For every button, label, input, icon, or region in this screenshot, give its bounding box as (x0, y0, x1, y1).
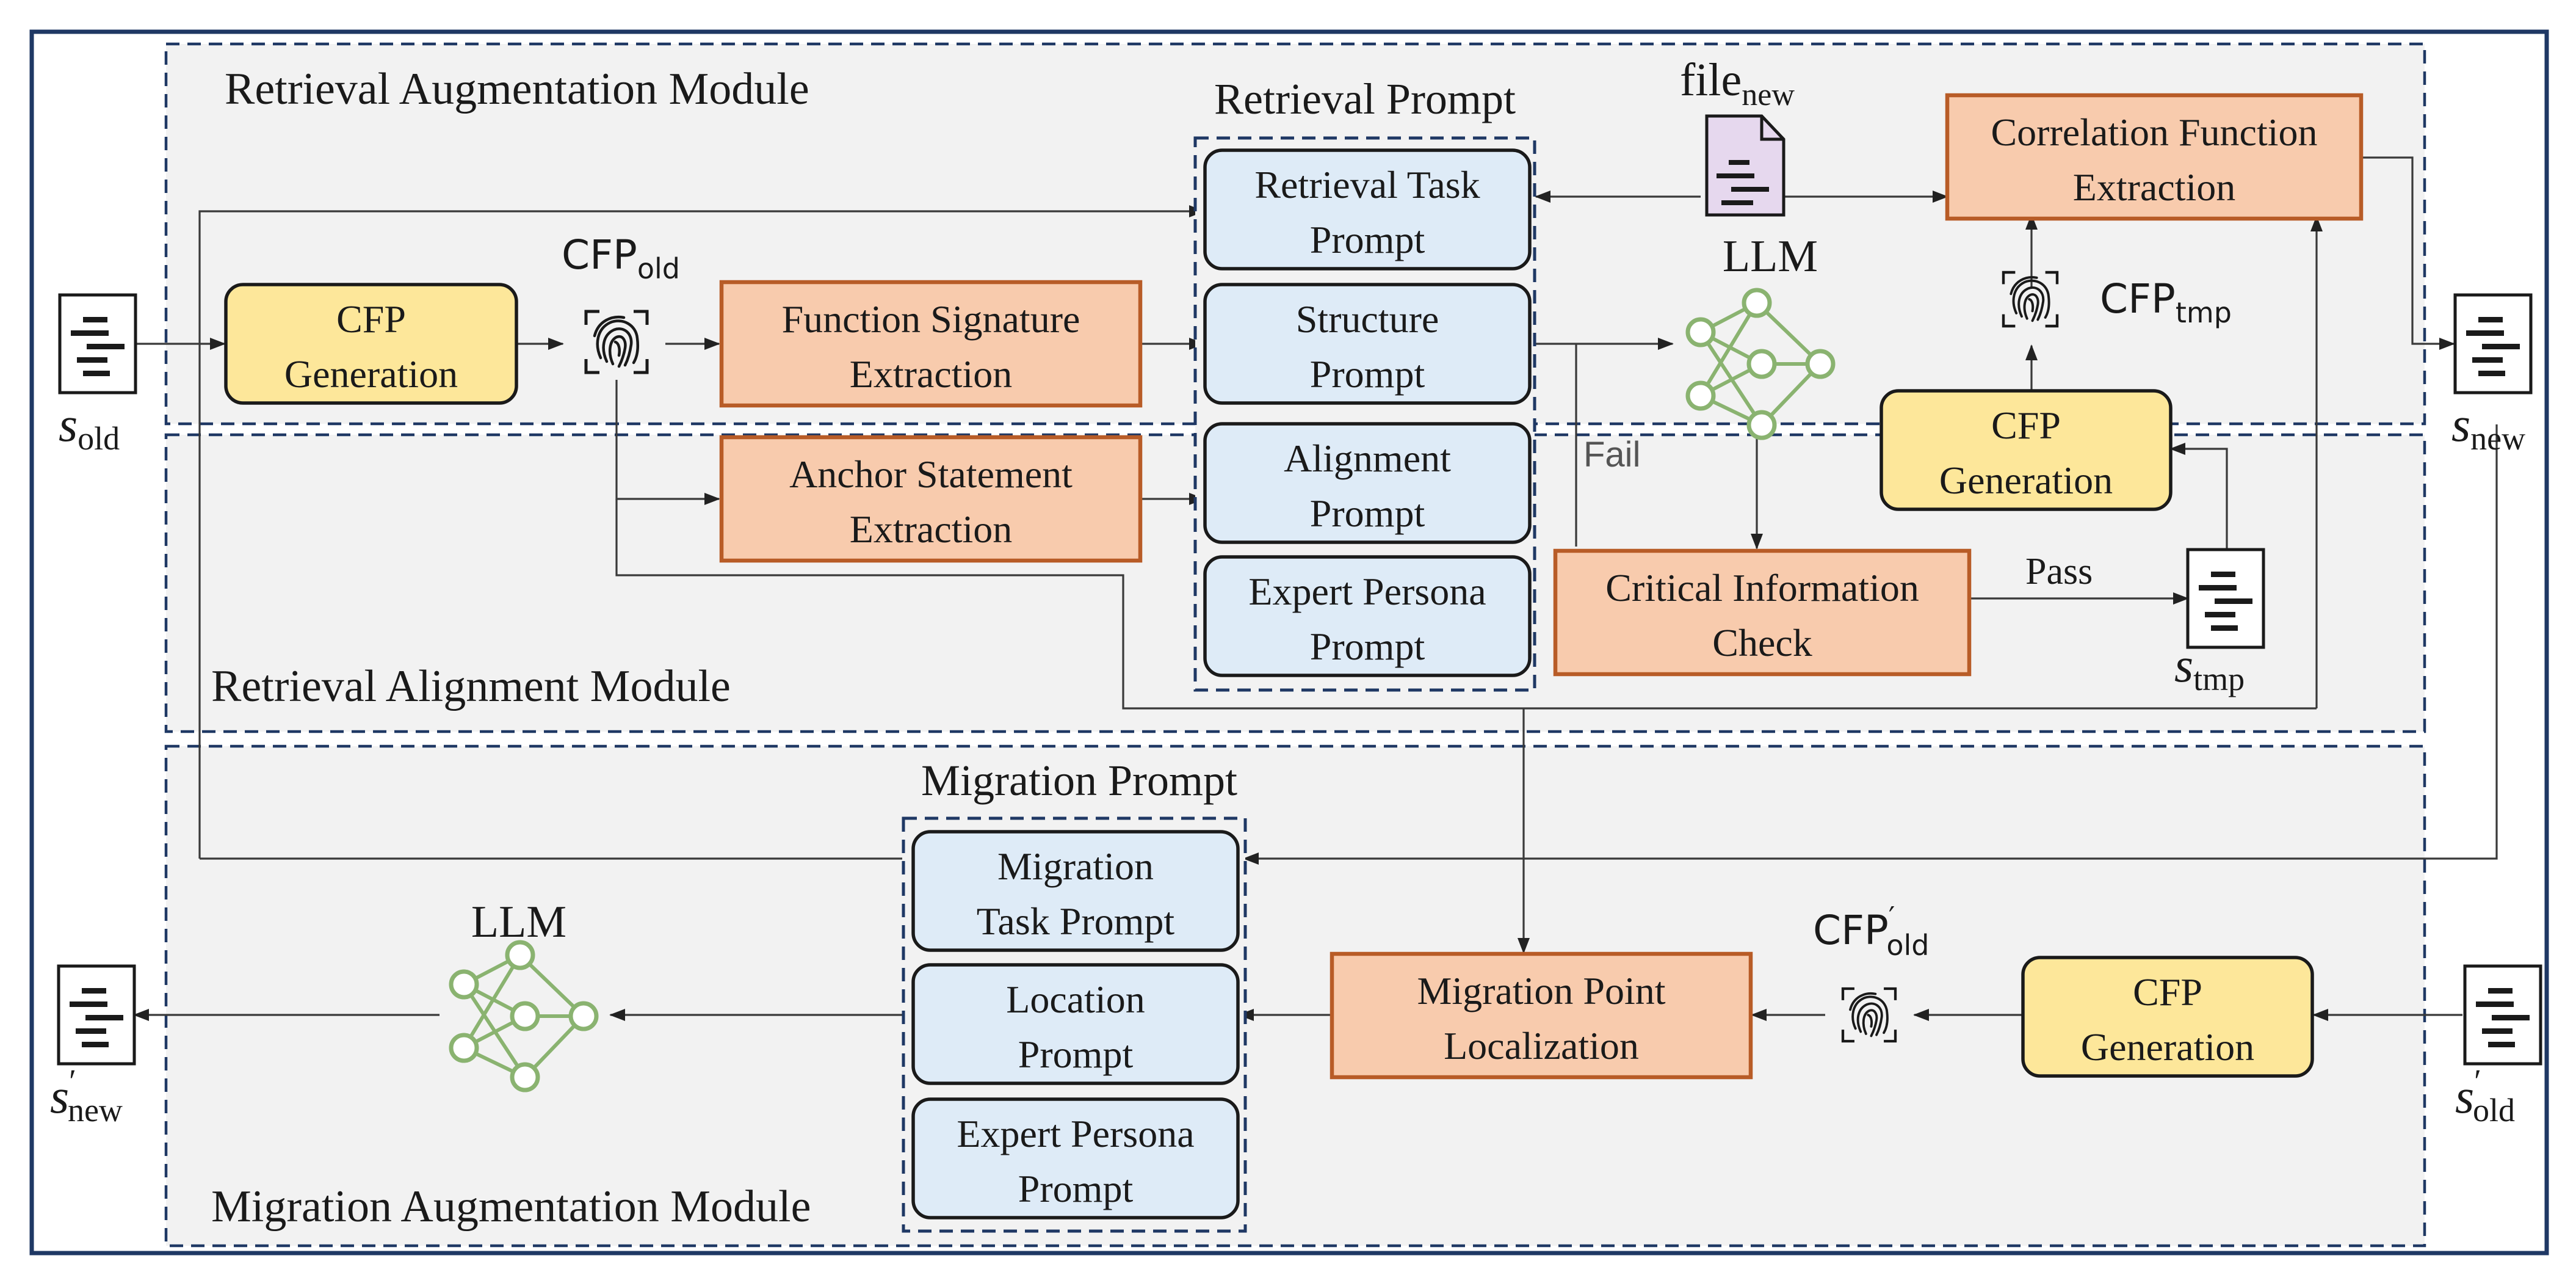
correlation-function-line1: Correlation Function (1991, 111, 2317, 154)
critical-info-check-line2: Check (1712, 621, 1812, 664)
migration-point-line2: Localization (1444, 1024, 1639, 1067)
pass-edge-label: Pass (2025, 551, 2093, 592)
correlation-function-line2: Extraction (2073, 165, 2236, 209)
alignment-prompt-line1: Alignment (1284, 437, 1451, 480)
expert-persona-prompt-migration-line2: Prompt (1018, 1167, 1134, 1210)
function-signature-extraction-box: Function Signature Extraction (719, 280, 1143, 408)
alignment-prompt-line2: Prompt (1310, 492, 1425, 535)
critical-info-check-line1: Critical Information (1605, 566, 1919, 609)
expert-persona-prompt-retrieval-line2: Prompt (1310, 625, 1425, 668)
llm-upper-label: LLM (1723, 231, 1818, 282)
cfp-generation-old-box: CFP Generation (224, 283, 518, 405)
s-tmp-label: stmp (2174, 639, 2245, 697)
anchor-statement-extraction-box: Anchor Statement Extraction (719, 435, 1143, 563)
cfp-generation-old-prime-line2: Generation (2081, 1025, 2254, 1069)
migration-point-localization-box: Migration Point Localization (1330, 951, 1753, 1080)
function-signature-line1: Function Signature (782, 297, 1080, 341)
expert-persona-prompt-retrieval: Expert Persona Prompt (1203, 555, 1532, 677)
correlation-function-extraction-box: Correlation Function Extraction (1945, 93, 2364, 221)
retrieval-augmentation-module-label: Retrieval Augmentation Module (225, 64, 809, 114)
cfp-generation-tmp-line2: Generation (1939, 459, 2113, 502)
retrieval-task-prompt-line1: Retrieval Task (1254, 163, 1480, 206)
cfp-generation-old-prime-line1: CFP (2133, 970, 2202, 1014)
retrieval-prompt-title: Retrieval Prompt (1214, 75, 1516, 123)
retrieval-task-prompt-line2: Prompt (1310, 218, 1425, 261)
llm-lower-label: LLM (471, 897, 566, 947)
location-prompt: Location Prompt (911, 963, 1240, 1085)
critical-information-check-box: Critical Information Check (1553, 548, 1972, 677)
cfp-tmp-label: CFPtmp (2100, 275, 2232, 329)
migration-point-line1: Migration Point (1417, 969, 1665, 1012)
s-old-prime-label: s′old (2455, 1063, 2515, 1129)
cfp-generation-old-prime-box: CFP Generation (2021, 956, 2314, 1078)
s-new-label: snew (2451, 398, 2525, 457)
s-old-label: sold (59, 398, 120, 457)
structure-prompt-line2: Prompt (1310, 352, 1425, 396)
function-signature-line2: Extraction (850, 352, 1013, 396)
cfp-generation-old-line1: CFP (336, 297, 406, 341)
cfp-generation-tmp-box: CFP Generation (1880, 389, 2173, 511)
structure-prompt-line1: Structure (1296, 297, 1439, 341)
anchor-statement-line1: Anchor Statement (789, 453, 1073, 496)
cfp-generation-old-line2: Generation (284, 352, 458, 396)
expert-persona-prompt-migration: Expert Persona Prompt (911, 1097, 1240, 1219)
retrieval-task-prompt: Retrieval Task Prompt (1203, 148, 1532, 271)
file-new-label: filenew (1680, 54, 1795, 112)
retrieval-alignment-module-label: Retrieval Alignment Module (211, 661, 731, 711)
s-new-document-icon (2455, 295, 2531, 393)
alignment-prompt: Alignment Prompt (1203, 422, 1532, 544)
fail-edge-label: Fail (1583, 435, 1640, 474)
anchor-statement-line2: Extraction (850, 507, 1013, 551)
structure-prompt: Structure Prompt (1203, 283, 1532, 405)
s-old-document-icon (60, 295, 136, 393)
cfp-old-prime-label: CFP′old (1813, 901, 1929, 962)
location-prompt-line2: Prompt (1018, 1033, 1134, 1076)
cfp-old-label: CFPold (562, 231, 680, 285)
migration-task-prompt-line2: Task Prompt (977, 900, 1175, 943)
s-new-prime-document-icon (59, 966, 134, 1064)
migration-task-prompt: Migration Task Prompt (911, 830, 1240, 952)
s-tmp-document-icon (2188, 550, 2263, 647)
location-prompt-line1: Location (1006, 978, 1145, 1021)
cfp-generation-tmp-line1: CFP (1991, 404, 2061, 447)
expert-persona-prompt-retrieval-line1: Expert Persona (1248, 570, 1486, 613)
migration-augmentation-module-label: Migration Augmentation Module (211, 1182, 811, 1232)
migration-prompt-title: Migration Prompt (921, 756, 1237, 805)
s-new-prime-label: s′new (50, 1063, 123, 1129)
migration-task-prompt-line1: Migration (997, 845, 1154, 888)
file-new-icon (1705, 114, 1785, 217)
s-old-prime-document-icon (2465, 966, 2541, 1064)
expert-persona-prompt-migration-line1: Expert Persona (957, 1112, 1194, 1155)
